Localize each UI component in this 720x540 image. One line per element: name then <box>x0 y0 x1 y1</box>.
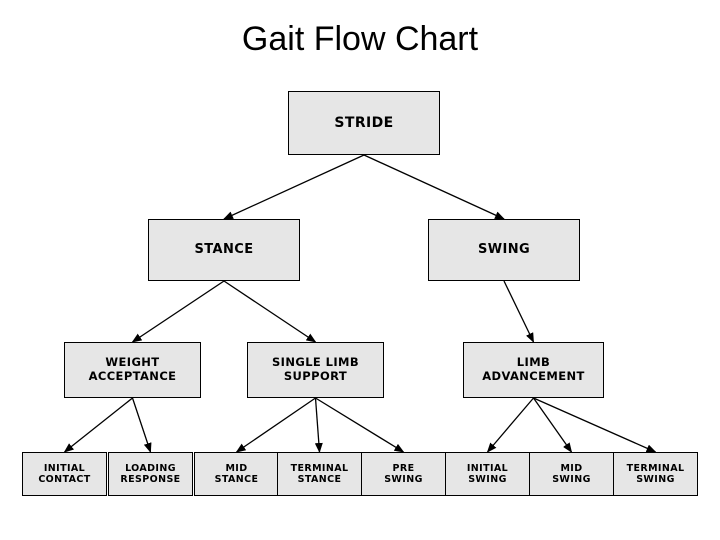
edge-weight-acceptance-to-loading-response <box>131 397 152 453</box>
edge-limb-advancement-to-initial-swing <box>486 397 534 453</box>
edge-single-limb-support-to-mid-stance <box>235 397 316 453</box>
node-label: SWING <box>477 242 531 258</box>
edge-stance-to-single-limb-support <box>223 280 317 343</box>
node-terminal-stance[interactable]: TERMINAL STANCE <box>277 452 362 496</box>
node-stance[interactable]: STANCE <box>148 219 300 281</box>
edge-stride-to-stance <box>223 154 365 220</box>
node-label: MID STANCE <box>214 462 259 485</box>
edge-single-limb-support-to-terminal-stance <box>314 397 323 453</box>
edge-limb-advancement-to-mid-swing <box>532 397 573 453</box>
edge-limb-advancement-to-terminal-swing <box>533 397 657 453</box>
node-mid-stance[interactable]: MID STANCE <box>194 452 279 496</box>
node-stride[interactable]: STRIDE <box>288 91 440 155</box>
node-limb-advancement[interactable]: LIMB ADVANCEMENT <box>463 342 604 398</box>
edge-swing-to-limb-advancement <box>503 280 535 343</box>
edge-stance-to-weight-acceptance <box>131 280 225 343</box>
node-initial-swing[interactable]: INITIAL SWING <box>445 452 530 496</box>
page-title: Gait Flow Chart <box>241 20 479 58</box>
node-label: STRIDE <box>334 114 394 131</box>
node-label: INITIAL SWING <box>466 462 509 485</box>
node-swing[interactable]: SWING <box>428 219 580 281</box>
node-label: INITIAL CONTACT <box>38 462 91 485</box>
node-label: TERMINAL STANCE <box>290 462 349 485</box>
edge-single-limb-support-to-pre-swing <box>315 397 405 453</box>
node-label: WEIGHT ACCEPTANCE <box>88 355 177 383</box>
node-label: TERMINAL SWING <box>626 462 685 485</box>
node-loading-response[interactable]: LOADING RESPONSE <box>108 452 193 496</box>
node-single-limb-support[interactable]: SINGLE LIMB SUPPORT <box>247 342 384 398</box>
node-pre-swing[interactable]: PRE SWING <box>361 452 446 496</box>
node-mid-swing[interactable]: MID SWING <box>529 452 614 496</box>
node-label: MID SWING <box>552 462 591 485</box>
node-label: PRE SWING <box>384 462 423 485</box>
node-label: STANCE <box>194 242 254 258</box>
edge-stride-to-swing <box>363 154 505 220</box>
node-label: LIMB ADVANCEMENT <box>482 355 585 383</box>
node-weight-acceptance[interactable]: WEIGHT ACCEPTANCE <box>64 342 201 398</box>
edge-weight-acceptance-to-initial-contact <box>63 397 133 453</box>
node-label: SINGLE LIMB SUPPORT <box>271 355 360 383</box>
node-label: LOADING RESPONSE <box>120 462 181 485</box>
node-terminal-swing[interactable]: TERMINAL SWING <box>613 452 698 496</box>
node-initial-contact[interactable]: INITIAL CONTACT <box>22 452 107 496</box>
